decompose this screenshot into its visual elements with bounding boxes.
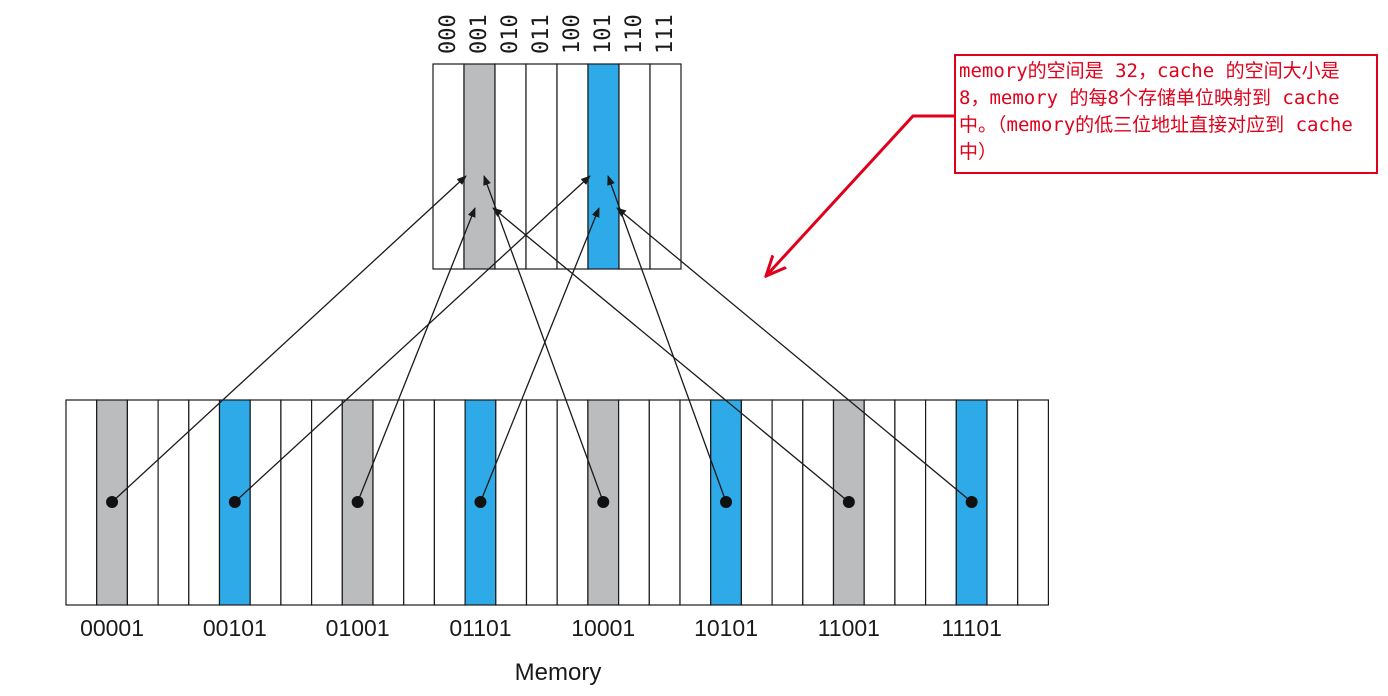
mapping-arrow bbox=[607, 175, 727, 503]
memory-block bbox=[894, 399, 927, 606]
cache-slot-010 bbox=[494, 63, 527, 270]
memory-block bbox=[280, 399, 313, 606]
memory-label: Memory bbox=[515, 659, 602, 686]
cache-slot-110 bbox=[618, 63, 651, 270]
cache-slot-101 bbox=[587, 63, 620, 270]
cache-slot-label: 001 bbox=[467, 14, 492, 54]
memory-block-dot bbox=[351, 496, 364, 508]
memory-block bbox=[924, 399, 957, 606]
memory-block bbox=[249, 399, 282, 606]
memory-address-label: 11101 bbox=[941, 615, 1002, 641]
memory-address-label: 00101 bbox=[203, 615, 267, 641]
cache-slot-111 bbox=[649, 63, 682, 270]
cache-slot-label: 101 bbox=[591, 14, 616, 54]
memory-address-labels: 00001 00101 01001 01101 10001 10101 11001 11101 bbox=[80, 615, 1002, 641]
memory-block bbox=[679, 399, 712, 606]
cache-slot-label: 010 bbox=[498, 14, 523, 54]
memory-address-label: 01101 bbox=[449, 615, 511, 641]
mapping-arrow bbox=[479, 207, 600, 503]
cache-slot-label: 110 bbox=[622, 14, 647, 54]
memory-block bbox=[863, 399, 896, 606]
memory-block bbox=[495, 399, 528, 606]
mapping-arrow bbox=[616, 207, 973, 503]
memory-block-array bbox=[65, 399, 1050, 606]
memory-block bbox=[433, 399, 466, 606]
memory-block-dot bbox=[720, 496, 733, 508]
memory-block bbox=[157, 399, 190, 606]
mapping-arrow bbox=[234, 175, 591, 503]
memory-block bbox=[403, 399, 436, 606]
memory-block-dot bbox=[228, 496, 241, 508]
memory-block bbox=[126, 399, 159, 606]
cache-slot-100 bbox=[556, 63, 589, 270]
memory-block bbox=[311, 399, 343, 606]
mapping-arrow bbox=[357, 207, 476, 503]
cache-slot-label: 111 bbox=[653, 14, 678, 54]
cache-slot-001 bbox=[463, 63, 496, 270]
memory-block bbox=[372, 399, 405, 606]
memory-address-label: 10101 bbox=[694, 615, 758, 641]
memory-block bbox=[556, 399, 589, 606]
memory-block bbox=[65, 399, 98, 606]
mapping-arrows bbox=[106, 175, 978, 508]
memory-block-dot bbox=[842, 496, 855, 508]
cache-block-array bbox=[432, 63, 682, 270]
memory-block bbox=[986, 399, 1019, 606]
note-pointer-arrow bbox=[766, 114, 955, 276]
memory-block-dot bbox=[597, 496, 610, 508]
cache-slot-011 bbox=[525, 63, 558, 270]
memory-block bbox=[1017, 399, 1050, 606]
cache-slot-label: 000 bbox=[436, 14, 461, 54]
memory-address-label: 00001 bbox=[80, 615, 144, 641]
mapping-arrow bbox=[492, 207, 850, 503]
memory-address-label: 01001 bbox=[326, 615, 390, 641]
memory-block bbox=[802, 399, 835, 606]
annotation-note: memory的空间是 32，cache 的空间大小是 8，memory 的每8个… bbox=[954, 54, 1378, 174]
memory-block bbox=[188, 399, 221, 606]
memory-block bbox=[648, 399, 681, 606]
memory-block bbox=[525, 399, 558, 606]
cache-slot-label: 100 bbox=[560, 14, 585, 54]
memory-block-dot bbox=[106, 496, 119, 508]
cache-slot-label: 011 bbox=[529, 14, 554, 54]
mapping-arrow bbox=[483, 175, 604, 503]
cache-slot-000 bbox=[432, 63, 465, 270]
memory-block-dot bbox=[965, 496, 978, 508]
memory-block bbox=[771, 399, 804, 606]
mapping-arrow bbox=[111, 175, 467, 503]
annotation-note-text: memory的空间是 32，cache 的空间大小是 8，memory 的每8个… bbox=[959, 60, 1353, 163]
memory-block bbox=[617, 399, 650, 606]
memory-block bbox=[740, 399, 773, 606]
memory-address-label: 11001 bbox=[818, 615, 880, 641]
memory-block-dot bbox=[474, 496, 487, 508]
memory-address-label: 10001 bbox=[571, 615, 635, 641]
